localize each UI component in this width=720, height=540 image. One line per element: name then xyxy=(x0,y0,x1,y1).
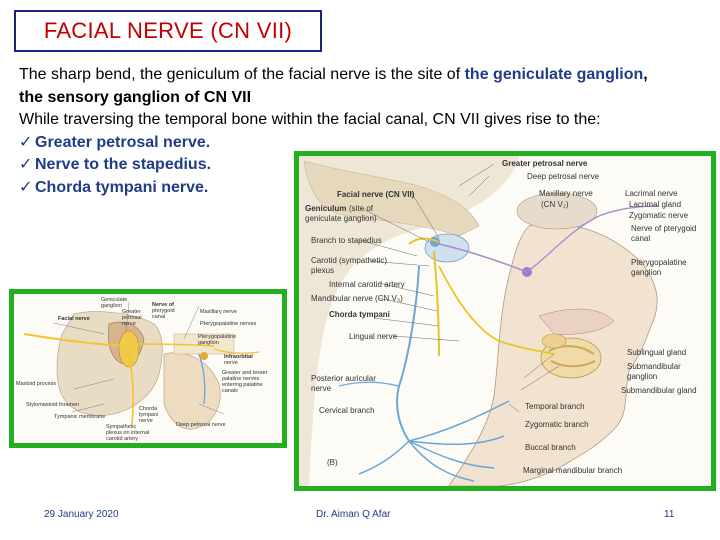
label-sympathetic-plexus: Sympathetic xyxy=(106,424,137,430)
label-maxillary-nerve-cn: (CN V₂) xyxy=(541,200,569,209)
label-infraorbital-nerve-2: nerve xyxy=(224,360,238,366)
label-nerve-of-pterygoid-3: canal xyxy=(152,314,166,320)
slide-title: FACIAL NERVE (CN VII) xyxy=(43,18,293,43)
label-posterior-auricular-nerve-2: nerve xyxy=(311,384,332,393)
label-mandibular-nerve: Mandibular nerve (CN V₃) xyxy=(311,294,403,303)
label-greater-petrosal-3: nerve xyxy=(122,321,136,327)
label-greater-lesser-palatine: Greater and lesser xyxy=(222,370,268,376)
footer-page-number: 11 xyxy=(664,509,675,520)
facial-nerve-diagram-left: Geniculate ganglion Facial nerve Greater… xyxy=(9,289,287,448)
label-branch-to-stapedius: Branch to stapedius xyxy=(311,236,382,245)
slide-body: The sharp bend, the geniculum of the fac… xyxy=(19,64,669,199)
intro-paragraph-1: The sharp bend, the geniculum of the fac… xyxy=(19,64,669,109)
label-greater-lesser-palatine-2: palatine nerves xyxy=(222,376,260,382)
cn-vii-bold: CN VII xyxy=(203,88,252,106)
label-mastoid-process: Mastoid process xyxy=(16,381,57,387)
branch-label: Nerve to the stapedius. xyxy=(35,156,212,173)
label-zygomatic-branch: Zygomatic branch xyxy=(525,420,589,429)
label-geniculate-ganglion: Geniculate xyxy=(101,297,128,303)
label-temporal-branch: Temporal branch xyxy=(525,402,585,411)
label-submandibular-ganglion-2: ganglion xyxy=(627,372,658,381)
footer-author: Dr. Aiman Q Afar xyxy=(316,509,391,520)
label-maxillary-nerve: Maxillary nerve xyxy=(539,189,593,198)
label-sublingual-gland: Sublingual gland xyxy=(627,348,687,357)
label-geniculum: Geniculum xyxy=(305,204,347,213)
label-pterygopalatine-ganglion-2: ganglion xyxy=(631,268,662,277)
label-greater-petrosal: Greater xyxy=(122,309,141,315)
label-pterygopalatine-ganglion: Pterygopalatine xyxy=(631,258,687,267)
label-lingual-nerve: Lingual nerve xyxy=(349,332,398,341)
intro-paragraph-2: While traversing the temporal bone withi… xyxy=(19,111,601,128)
checkmark-icon: ✓ xyxy=(19,156,33,173)
footer-date: 29 January 2020 xyxy=(44,509,119,520)
label-cervical-branch: Cervical branch xyxy=(319,406,375,415)
label-stylomastoid-foramen: Stylomastoid foramen xyxy=(26,402,80,408)
label-sympathetic-plexus-3: carotid artery xyxy=(106,436,139,442)
label-deep-petrosal-nerve: Deep petrosal nerve xyxy=(176,422,226,428)
branch-label: Greater petrosal nerve. xyxy=(35,133,211,151)
label-carotid-plexus-2: plexus xyxy=(311,266,335,275)
checkmark-icon: ✓ xyxy=(19,133,33,151)
label-buccal-branch: Buccal branch xyxy=(525,443,576,452)
label-chorda-tympani-2: tympani xyxy=(139,412,159,418)
label-greater-lesser-palatine-3: entering palatine xyxy=(222,382,263,388)
label-greater-petrosal-nerve: Greater petrosal nerve xyxy=(502,159,588,168)
list-item: ✓Chorda tympani nerve. xyxy=(19,177,669,200)
label-infraorbital-nerve: Infraorbital xyxy=(224,354,253,360)
label-nerve-pterygoid-canal: Nerve of pterygoid xyxy=(631,224,697,233)
label-geniculum-site: (site of xyxy=(349,204,374,213)
facial-nerve-illustration xyxy=(299,156,660,486)
label-greater-petrosal-2: petrosal xyxy=(122,315,142,321)
label-posterior-auricular-nerve: Posterior auricular xyxy=(311,374,376,383)
label-submandibular-gland: Submandibular xyxy=(621,386,675,395)
label-tympanic-membrane: Tympanic membrane xyxy=(54,414,106,420)
label-submandibular-gland-2: gland xyxy=(677,386,697,395)
label-chorda-tympani: Chorda tympani xyxy=(329,310,390,319)
label-facial-nerve: Facial nerve (CN VII) xyxy=(337,190,415,199)
label-facial-nerve: Facial nerve xyxy=(58,316,90,322)
label-geniculate-ganglion-2: ganglion xyxy=(101,303,122,309)
title-box: FACIAL NERVE (CN VII) xyxy=(14,10,322,52)
label-deep-petrosal-nerve: Deep petrosal nerve xyxy=(527,172,600,181)
label-internal-carotid-artery: Internal carotid artery xyxy=(329,280,405,289)
geniculate-ganglion-highlight: the geniculate ganglion xyxy=(464,66,644,83)
label-pterygopalatine-nerves: Pterygopalatine nerves xyxy=(200,321,257,327)
label-sympathetic-plexus-2: plexus on internal xyxy=(106,430,150,436)
label-lacrimal-gland: Lacrimal gland xyxy=(629,200,682,209)
intro-text: The sharp bend, the geniculum of the fac… xyxy=(19,66,465,83)
label-panel-letter: (B) xyxy=(327,458,338,467)
label-chorda-tympani-3: nerve xyxy=(139,418,153,424)
label-chorda-tympani: Chorda xyxy=(139,406,158,412)
branch-list: ✓Greater petrosal nerve. ✓Nerve to the s… xyxy=(19,132,669,200)
label-nerve-of-pterygoid-2: pterygoid xyxy=(152,308,175,314)
label-greater-lesser-palatine-4: canals xyxy=(222,388,238,394)
list-item: ✓Greater petrosal nerve. xyxy=(19,132,669,155)
label-maxillary-nerve: Maxillary nerve xyxy=(200,309,237,315)
label-lacrimal-nerve: Lacrimal nerve xyxy=(625,189,678,198)
label-marginal-mandibular-branch: Marginal mandibular branch xyxy=(523,466,623,475)
label-nerve-pterygoid-canal-2: canal xyxy=(631,234,651,243)
checkmark-icon: ✓ xyxy=(19,178,33,196)
label-geniculate-ganglion: geniculate ganglion) xyxy=(305,214,377,223)
skull-section-illustration xyxy=(23,301,260,430)
label-zygomatic-nerve: Zygomatic nerve xyxy=(629,211,689,220)
label-nerve-of-pterygoid: Nerve of xyxy=(152,302,175,308)
label-submandibular-ganglion: Submandibular xyxy=(627,362,681,371)
intro-text-bold: , the sensory ganglion of xyxy=(19,66,648,106)
branch-label: Chorda tympani nerve. xyxy=(35,178,209,196)
list-item: ✓Nerve to the stapedius. xyxy=(19,154,669,177)
facial-nerve-diagram-right: Greater petrosal nerve Deep petrosal ner… xyxy=(294,151,716,491)
label-pterygopalatine-ganglion: Pterygopalatine xyxy=(198,334,237,340)
label-pterygopalatine-ganglion-2: ganglion xyxy=(198,340,219,346)
label-carotid-plexus: Carotid (sympathetic) xyxy=(311,256,388,265)
